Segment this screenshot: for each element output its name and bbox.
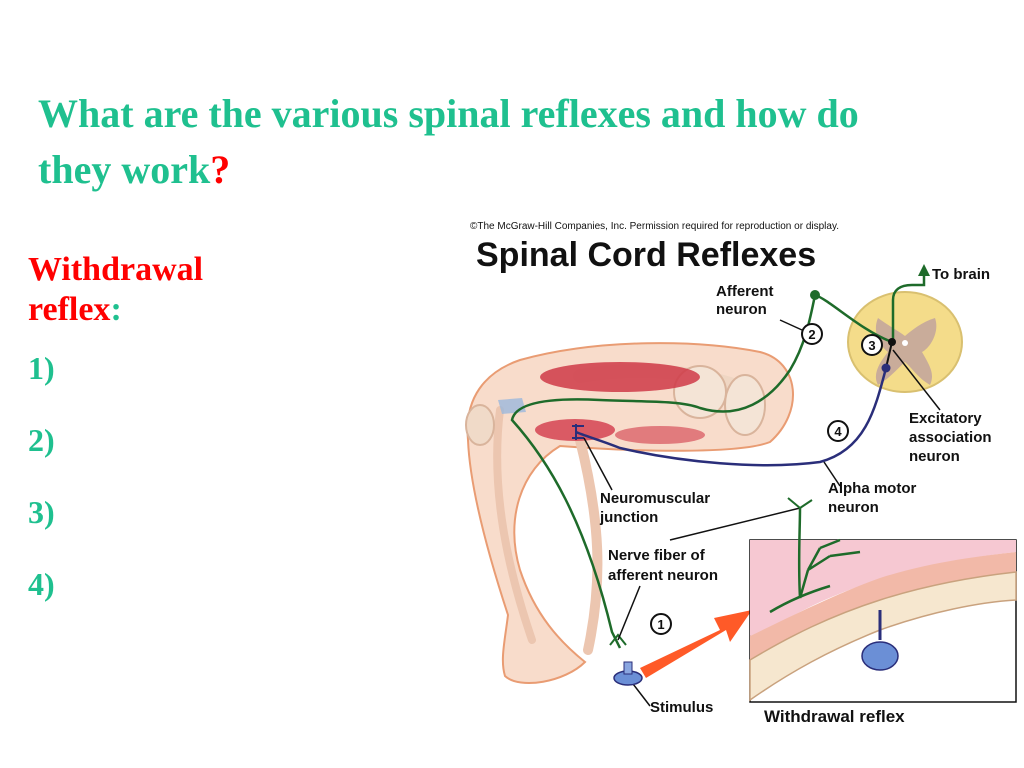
- label-afferent-line2: neuron: [716, 301, 767, 318]
- to-brain-arrow: [891, 264, 930, 342]
- label-nerve-fiber-line2: afferent neuron: [608, 567, 718, 584]
- thigh-muscle: [540, 362, 700, 392]
- spinal-cord-section: [847, 291, 963, 393]
- afferent-cell-body: [810, 290, 820, 300]
- reflex-step-panel: Withdrawal reflex: 1) 2) 3) 4): [28, 250, 288, 638]
- section-heading: Withdrawal reflex:: [28, 250, 288, 330]
- withdrawal-reflex-inset: [749, 497, 1017, 703]
- slide-title: What are the various spinal reflexes and…: [38, 86, 938, 198]
- callout-3-num: 3: [868, 338, 875, 353]
- label-nmj-line1: Neuromuscular: [600, 490, 710, 507]
- step-item-2: 2): [28, 422, 55, 458]
- step-item-3: 3): [28, 494, 55, 530]
- label-afferent-line1: Afferent: [716, 283, 774, 300]
- spinal-reflex-diagram: ©The McGraw-Hill Companies, Inc. Permiss…: [465, 221, 1017, 726]
- callout-2: 2: [801, 323, 823, 345]
- inset-caption: Withdrawal reflex: [764, 707, 905, 726]
- label-to-brain: To brain: [932, 266, 990, 283]
- step-item-4: 4): [28, 566, 55, 602]
- label-alpha-line2: neuron: [828, 499, 879, 516]
- label-excitatory-line2: association: [909, 429, 992, 446]
- figure-heading: Spinal Cord Reflexes: [476, 236, 816, 274]
- section-heading-text: Withdrawal reflex: [28, 251, 204, 328]
- callout-4: 4: [827, 420, 849, 442]
- label-nerve-fiber-line1: Nerve fiber of: [608, 547, 706, 564]
- callout-3: 3: [861, 334, 883, 356]
- alpha-motor-neuron-path: [575, 367, 888, 467]
- copyright-notice: ©The McGraw-Hill Companies, Inc. Permiss…: [470, 221, 839, 232]
- label-alpha-line1: Alpha motor: [828, 480, 916, 497]
- step-list: 1) 2) 3) 4): [28, 350, 288, 602]
- title-question-mark: ?: [210, 147, 231, 192]
- slide-title-text: What are the various spinal reflexes and…: [38, 91, 859, 192]
- leg-illustration: [465, 342, 794, 684]
- callout-4-num: 4: [834, 424, 842, 439]
- label-stimulus: Stimulus: [650, 699, 713, 716]
- callout-1: 1: [650, 613, 672, 635]
- callout-2-num: 2: [808, 327, 815, 342]
- callout-1-num: 1: [657, 617, 664, 632]
- zoom-arrow: [640, 610, 752, 678]
- leader-lines: [583, 319, 941, 707]
- label-excitatory-line3: neuron: [909, 448, 960, 465]
- label-nmj-line2: junction: [599, 509, 658, 526]
- section-heading-colon: :: [110, 291, 122, 328]
- label-excitatory-line1: Excitatory: [909, 410, 982, 427]
- step-item-1: 1): [28, 350, 55, 386]
- stimulus-tack: [613, 661, 643, 686]
